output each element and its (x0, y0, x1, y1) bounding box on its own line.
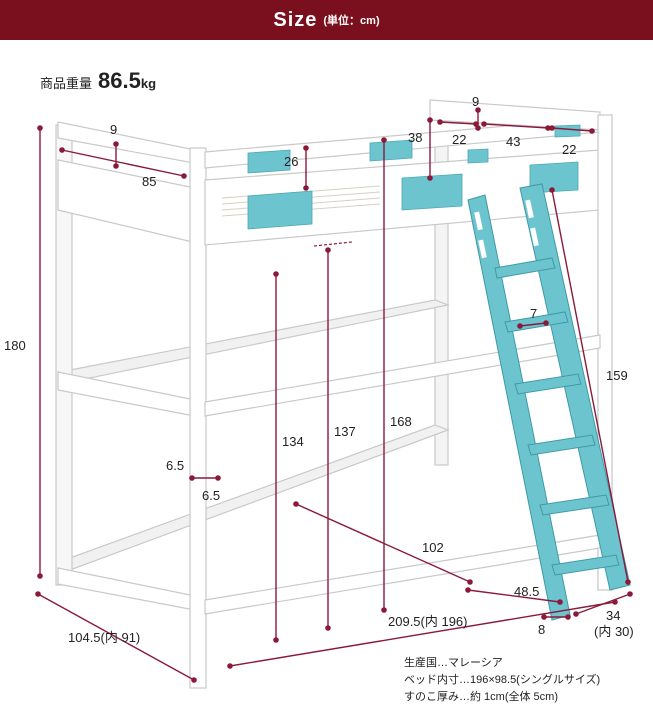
dim-137: 137 (334, 424, 356, 439)
dim-104.5: 104.5(内 91) (68, 630, 140, 645)
size-header: Size (単位：cm) (0, 0, 653, 40)
spec-origin: 生産国…マレーシア (404, 657, 503, 669)
dim-159: 159 (606, 368, 628, 383)
dimension-lines (35, 107, 633, 683)
dim-209.5: 209.5(内 196) (388, 614, 468, 629)
bed-center-mark (313, 241, 353, 247)
size-unit: (単位：cm) (323, 15, 380, 27)
size-title: Size (273, 8, 318, 31)
ladder-slots (474, 199, 539, 259)
dim-22-left: 22 (452, 132, 466, 147)
dim-168: 168 (390, 414, 412, 429)
spec-slat-thickness: すのこ厚み…約 1cm(全体 5cm) (404, 691, 558, 703)
dim-85: 85 (142, 174, 156, 189)
spec-inner-size: ベッド内寸…196×98.5(シングルサイズ) (404, 674, 601, 686)
dim-38: 38 (408, 130, 422, 145)
dim-inner-30: (内 30) (594, 624, 634, 639)
product-weight: 商品重量 86.5 kg (40, 68, 156, 94)
dim-34: 34 (606, 608, 620, 623)
spec-list: 生産国…マレーシア ベッド内寸…196×98.5(シングルサイズ) すのこ厚み…… (404, 655, 600, 706)
dim-48.5: 48.5 (514, 584, 539, 599)
dim-9-head: 9 (472, 94, 479, 109)
dim-6.5-b: 6.5 (202, 488, 220, 503)
dim-8: 8 (538, 622, 545, 637)
dim-6.5-a: 6.5 (166, 458, 184, 473)
dim-180: 180 (4, 338, 26, 353)
dim-9-left: 9 (110, 122, 117, 137)
dim-26: 26 (284, 154, 298, 169)
weight-label: 商品重量 (40, 76, 93, 91)
dim-43: 43 (506, 134, 520, 149)
weight-value: 86.5 (98, 68, 141, 93)
dim-134: 134 (282, 434, 304, 449)
dim-102: 102 (422, 540, 444, 555)
dim-7: 7 (530, 306, 537, 321)
weight-unit: kg (140, 76, 157, 91)
dim-22-right: 22 (562, 142, 576, 157)
dimension-labels: 180 9 85 26 38 9 22 43 22 134 137 168 15… (4, 94, 634, 645)
